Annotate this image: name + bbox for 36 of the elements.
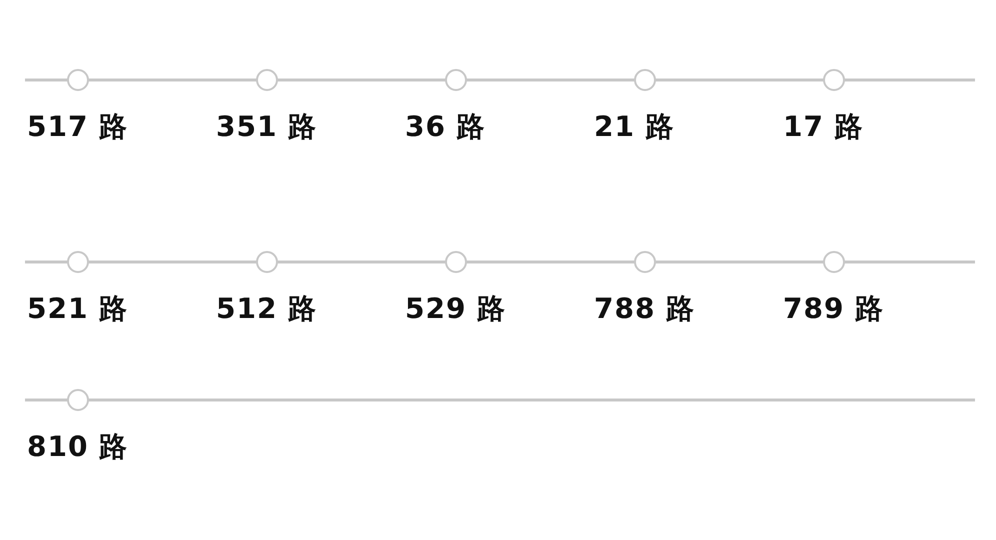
route-label: 351 路 <box>216 112 318 142</box>
route-label: 529 路 <box>405 294 506 324</box>
connector-line <box>466 78 635 82</box>
connector-line <box>655 260 824 264</box>
connector-line <box>844 260 975 264</box>
connector-line <box>88 78 257 82</box>
connector-line <box>277 78 446 82</box>
route-label: 810 路 <box>27 432 128 462</box>
connector-line <box>655 78 824 82</box>
step-circle <box>67 251 89 273</box>
connector-line <box>25 398 68 402</box>
step-circle <box>445 69 467 91</box>
connector-line <box>466 260 635 264</box>
step-circle <box>67 69 89 91</box>
step-circle <box>634 69 656 91</box>
connector-line <box>25 78 68 82</box>
route-label: 36 路 <box>405 112 486 142</box>
connector-line <box>277 260 446 264</box>
route-label: 788 路 <box>594 294 696 324</box>
step-circle <box>256 251 278 273</box>
connector-line <box>844 78 975 82</box>
route-label: 512 路 <box>216 294 318 324</box>
route-label: 521 路 <box>27 294 128 324</box>
step-circle <box>67 389 89 411</box>
connector-line <box>88 398 975 402</box>
connector-line <box>88 260 257 264</box>
route-label: 789 路 <box>783 294 884 324</box>
step-circle <box>823 251 845 273</box>
route-label: 21 路 <box>594 112 675 142</box>
step-circle <box>634 251 656 273</box>
step-circle <box>823 69 845 91</box>
step-circle <box>256 69 278 91</box>
connector-line <box>25 260 68 264</box>
route-label: 517 路 <box>27 112 128 142</box>
step-circle <box>445 251 467 273</box>
route-label: 17 路 <box>783 112 864 142</box>
